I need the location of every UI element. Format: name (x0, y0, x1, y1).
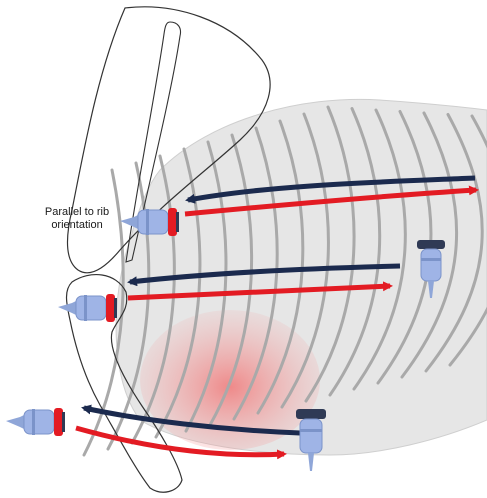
ultrasound-probe-icon (58, 294, 117, 322)
ultrasound-probe-vertical-icon (417, 240, 445, 298)
rib (352, 108, 407, 391)
rib (82, 168, 125, 457)
rib (328, 107, 382, 397)
rib (208, 133, 254, 427)
ribs (82, 105, 487, 457)
rib (232, 126, 279, 421)
rib (400, 111, 459, 379)
rib (280, 112, 330, 409)
scapula-spine (125, 21, 182, 263)
arrow-row3-back (81, 404, 301, 436)
ultrasound-probe-icon (6, 408, 65, 436)
arrow-row2-out (127, 281, 393, 301)
arrow-row2-back (127, 263, 401, 287)
rib (448, 114, 487, 367)
annotation-line-1: Parallel to rib (44, 206, 110, 218)
arrow-row1-back (185, 175, 476, 204)
humerus-outline (65, 274, 183, 493)
annotation-line-2: orientation (51, 219, 103, 231)
rib (424, 113, 484, 373)
arrow-row3-out (75, 425, 287, 460)
rib (304, 105, 356, 403)
annotation-parallel-to-rib: Parallel to rib orientation (22, 206, 132, 232)
ultrasound-probe-vertical-icon (296, 409, 326, 471)
rib (184, 140, 228, 433)
rib (130, 154, 176, 445)
ultrasound-probe-icon (120, 208, 179, 236)
arrow-row1-out (184, 185, 479, 217)
